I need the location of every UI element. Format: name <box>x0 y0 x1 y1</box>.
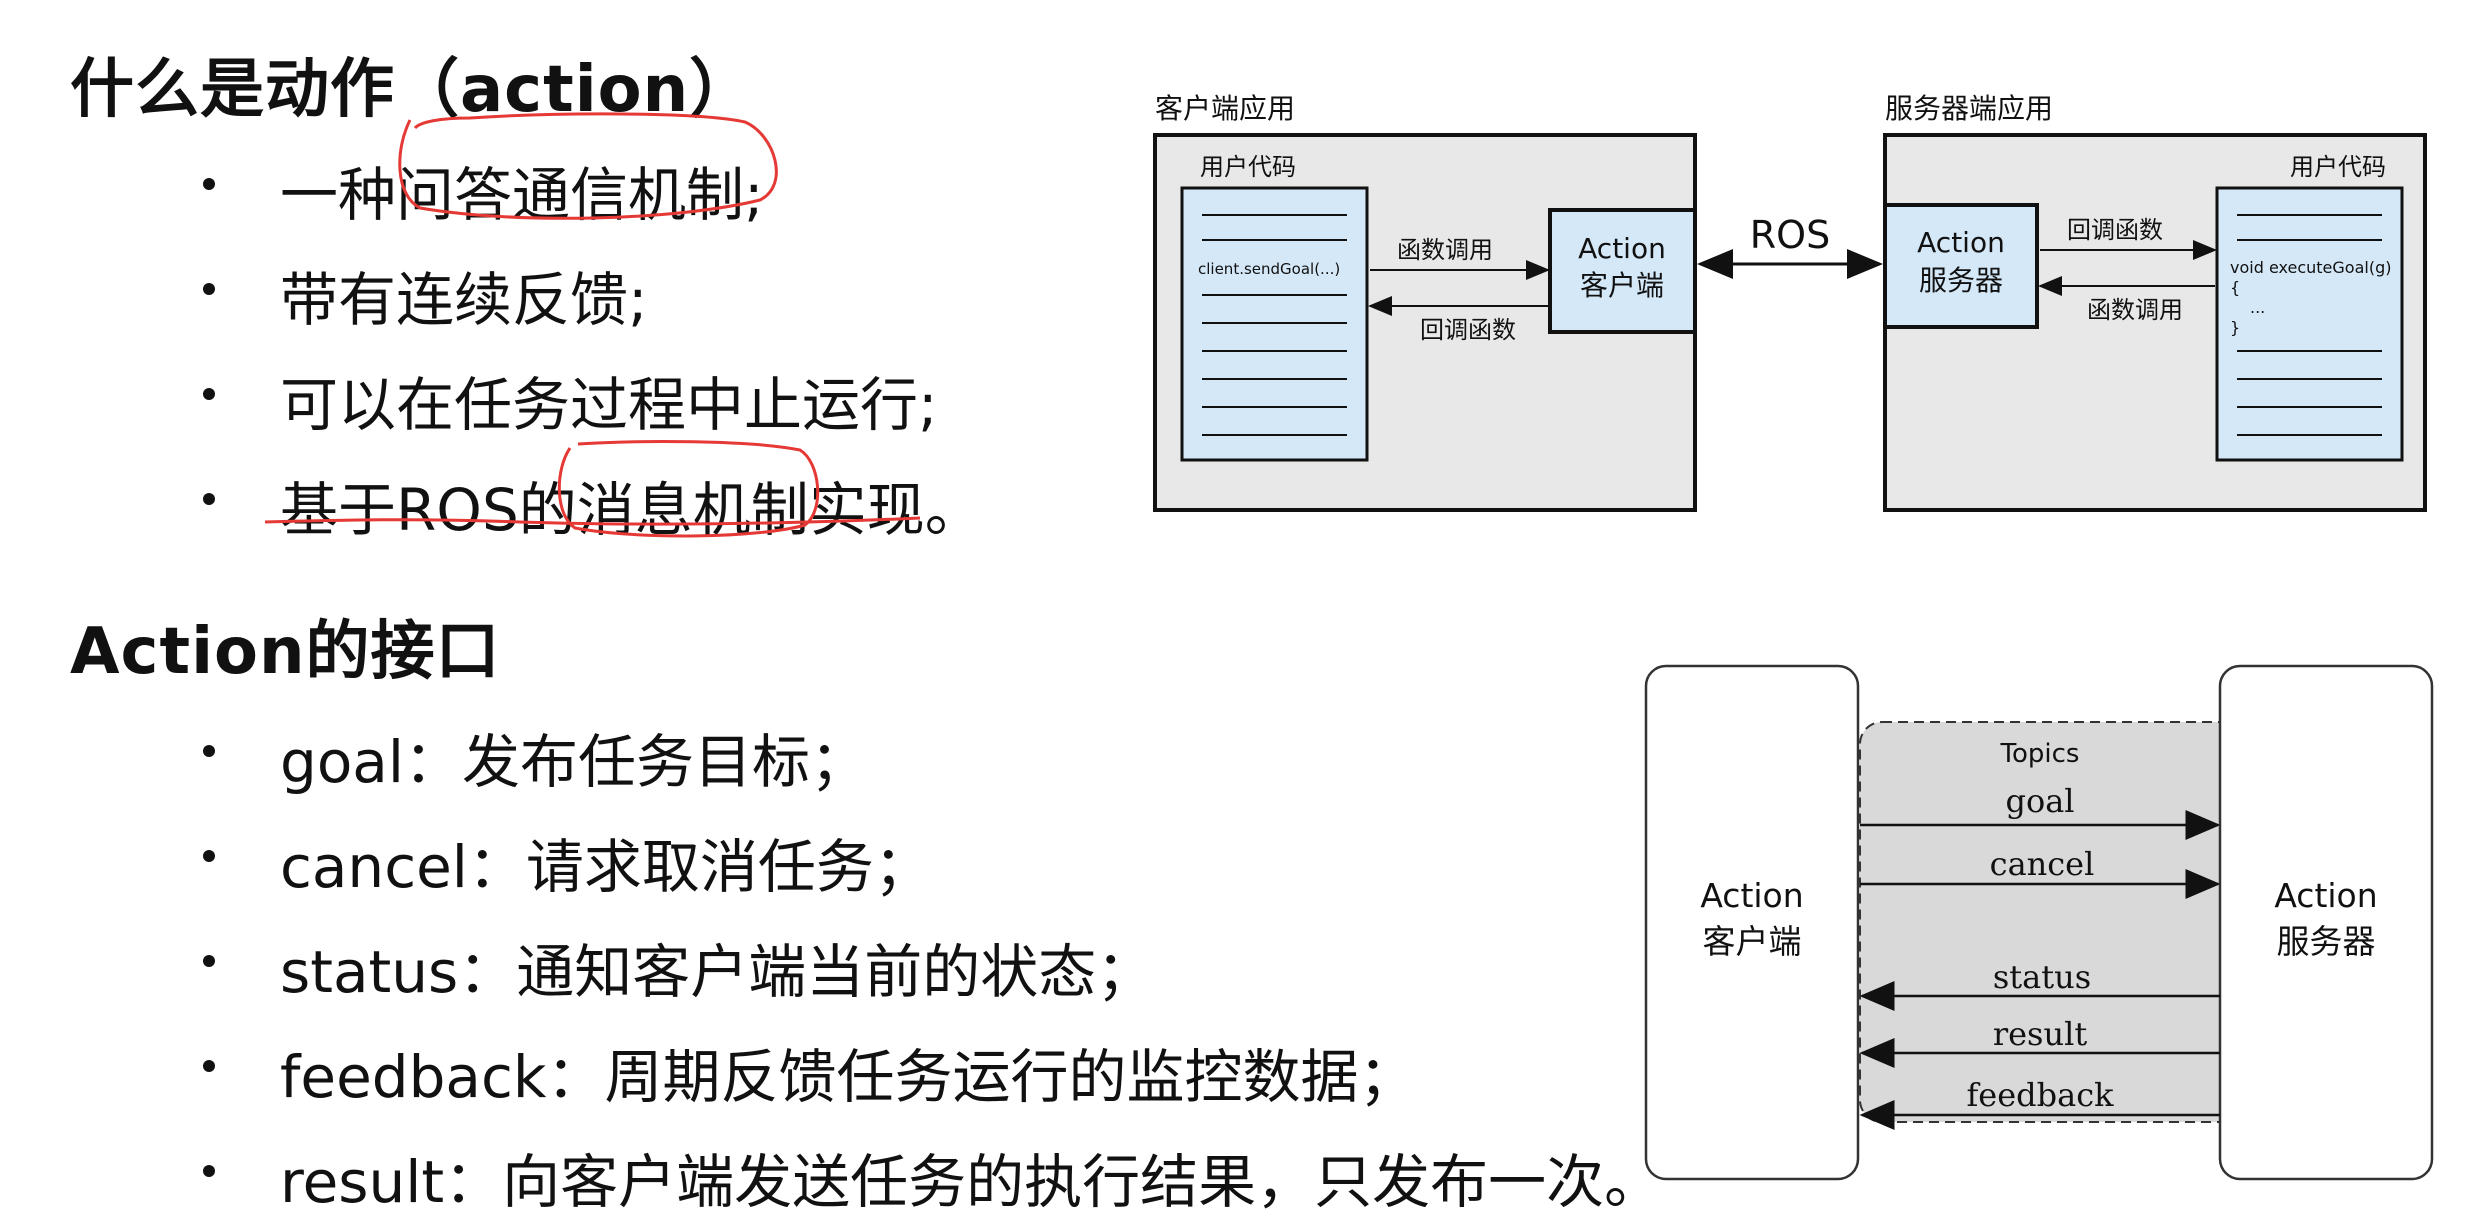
topics-client-line1: Action <box>1700 876 1803 915</box>
status-label: status <box>1993 958 2091 996</box>
action-server-node <box>2218 664 2434 1181</box>
client-code-text: client.sendGoal(...) <box>1198 260 1340 278</box>
client-user-code-label: 用户代码 <box>1200 153 1296 181</box>
action-topics-diagram: Action 客户端 Action 服务器 Topics goal cancel… <box>1644 664 2434 1181</box>
action-server-line2: 服务器 <box>1919 264 2003 297</box>
section1-bullet-3: 可以在任务过程中止运行; <box>280 371 938 439</box>
action-client-line2: 客户端 <box>1580 269 1664 302</box>
topics-server-line2: 服务器 <box>2277 922 2376 961</box>
callback-label-left: 回调函数 <box>1420 316 1516 344</box>
annotation-underline-1 <box>264 516 921 526</box>
call-label-left: 函数调用 <box>1397 236 1493 264</box>
bullet-dot <box>203 955 215 967</box>
section2-title: Action的接口 <box>70 615 501 689</box>
section1-bullet-2: 带有连续反馈; <box>280 266 648 334</box>
annotation-circle-2 <box>557 440 820 538</box>
cancel-label: cancel <box>1990 845 2095 883</box>
action-client-box <box>1548 208 1697 334</box>
result-label: result <box>1993 1015 2088 1053</box>
bullet-dot <box>203 388 215 400</box>
action-client-node <box>1644 664 1860 1181</box>
topics-label: Topics <box>2000 739 2080 769</box>
bullet-dot <box>203 1060 215 1072</box>
section2-bullet-cancel: cancel：请求取消任务； <box>280 833 932 901</box>
server-code-box <box>2215 186 2404 462</box>
bullet-dot <box>203 283 215 295</box>
call-label-right: 函数调用 <box>2087 296 2183 324</box>
section2-bullet-goal: goal：发布任务目标； <box>280 728 868 796</box>
action-architecture-diagram: 客户端应用 用户代码 client.sendGoal(...) Action 客… <box>1153 92 2427 512</box>
callback-label-right: 回调函数 <box>2067 216 2163 244</box>
action-server-line1: Action <box>1917 226 2005 259</box>
server-app-label: 服务器端应用 <box>1885 92 2053 125</box>
handwritten-annotations <box>264 112 921 538</box>
bullet-dot <box>203 493 215 505</box>
bullet-dot <box>203 745 215 757</box>
goal-label: goal <box>2005 782 2074 820</box>
feedback-label: feedback <box>1966 1076 2114 1114</box>
client-app-label: 客户端应用 <box>1155 92 1295 125</box>
server-user-code-label: 用户代码 <box>2290 153 2386 181</box>
bullet-dot <box>203 850 215 862</box>
server-code-line3: ... <box>2250 298 2265 317</box>
bullet-dot <box>203 178 215 190</box>
topics-client-line2: 客户端 <box>1703 922 1802 961</box>
action-client-line1: Action <box>1578 232 1666 265</box>
server-code-line4: } <box>2230 318 2240 337</box>
ros-label: ROS <box>1750 213 1830 257</box>
topics-server-line1: Action <box>2274 876 2377 915</box>
action-server-box <box>1883 203 2039 329</box>
server-code-line2: { <box>2230 278 2240 297</box>
bullet-dot <box>203 1165 215 1177</box>
section2-bullet-feedback: feedback：周期反馈任务运行的监控数据； <box>280 1043 1417 1111</box>
server-code-line1: void executeGoal(g) <box>2230 258 2391 277</box>
section1-bullet-4: 基于ROS的消息机制实现。 <box>280 476 983 544</box>
section2-bullet-result: result：向客户端发送任务的执行结果，只发布一次。 <box>280 1148 1663 1216</box>
section2-bullet-status: status：通知客户端当前的状态； <box>280 938 1155 1006</box>
annotation-circle-1 <box>398 112 778 220</box>
